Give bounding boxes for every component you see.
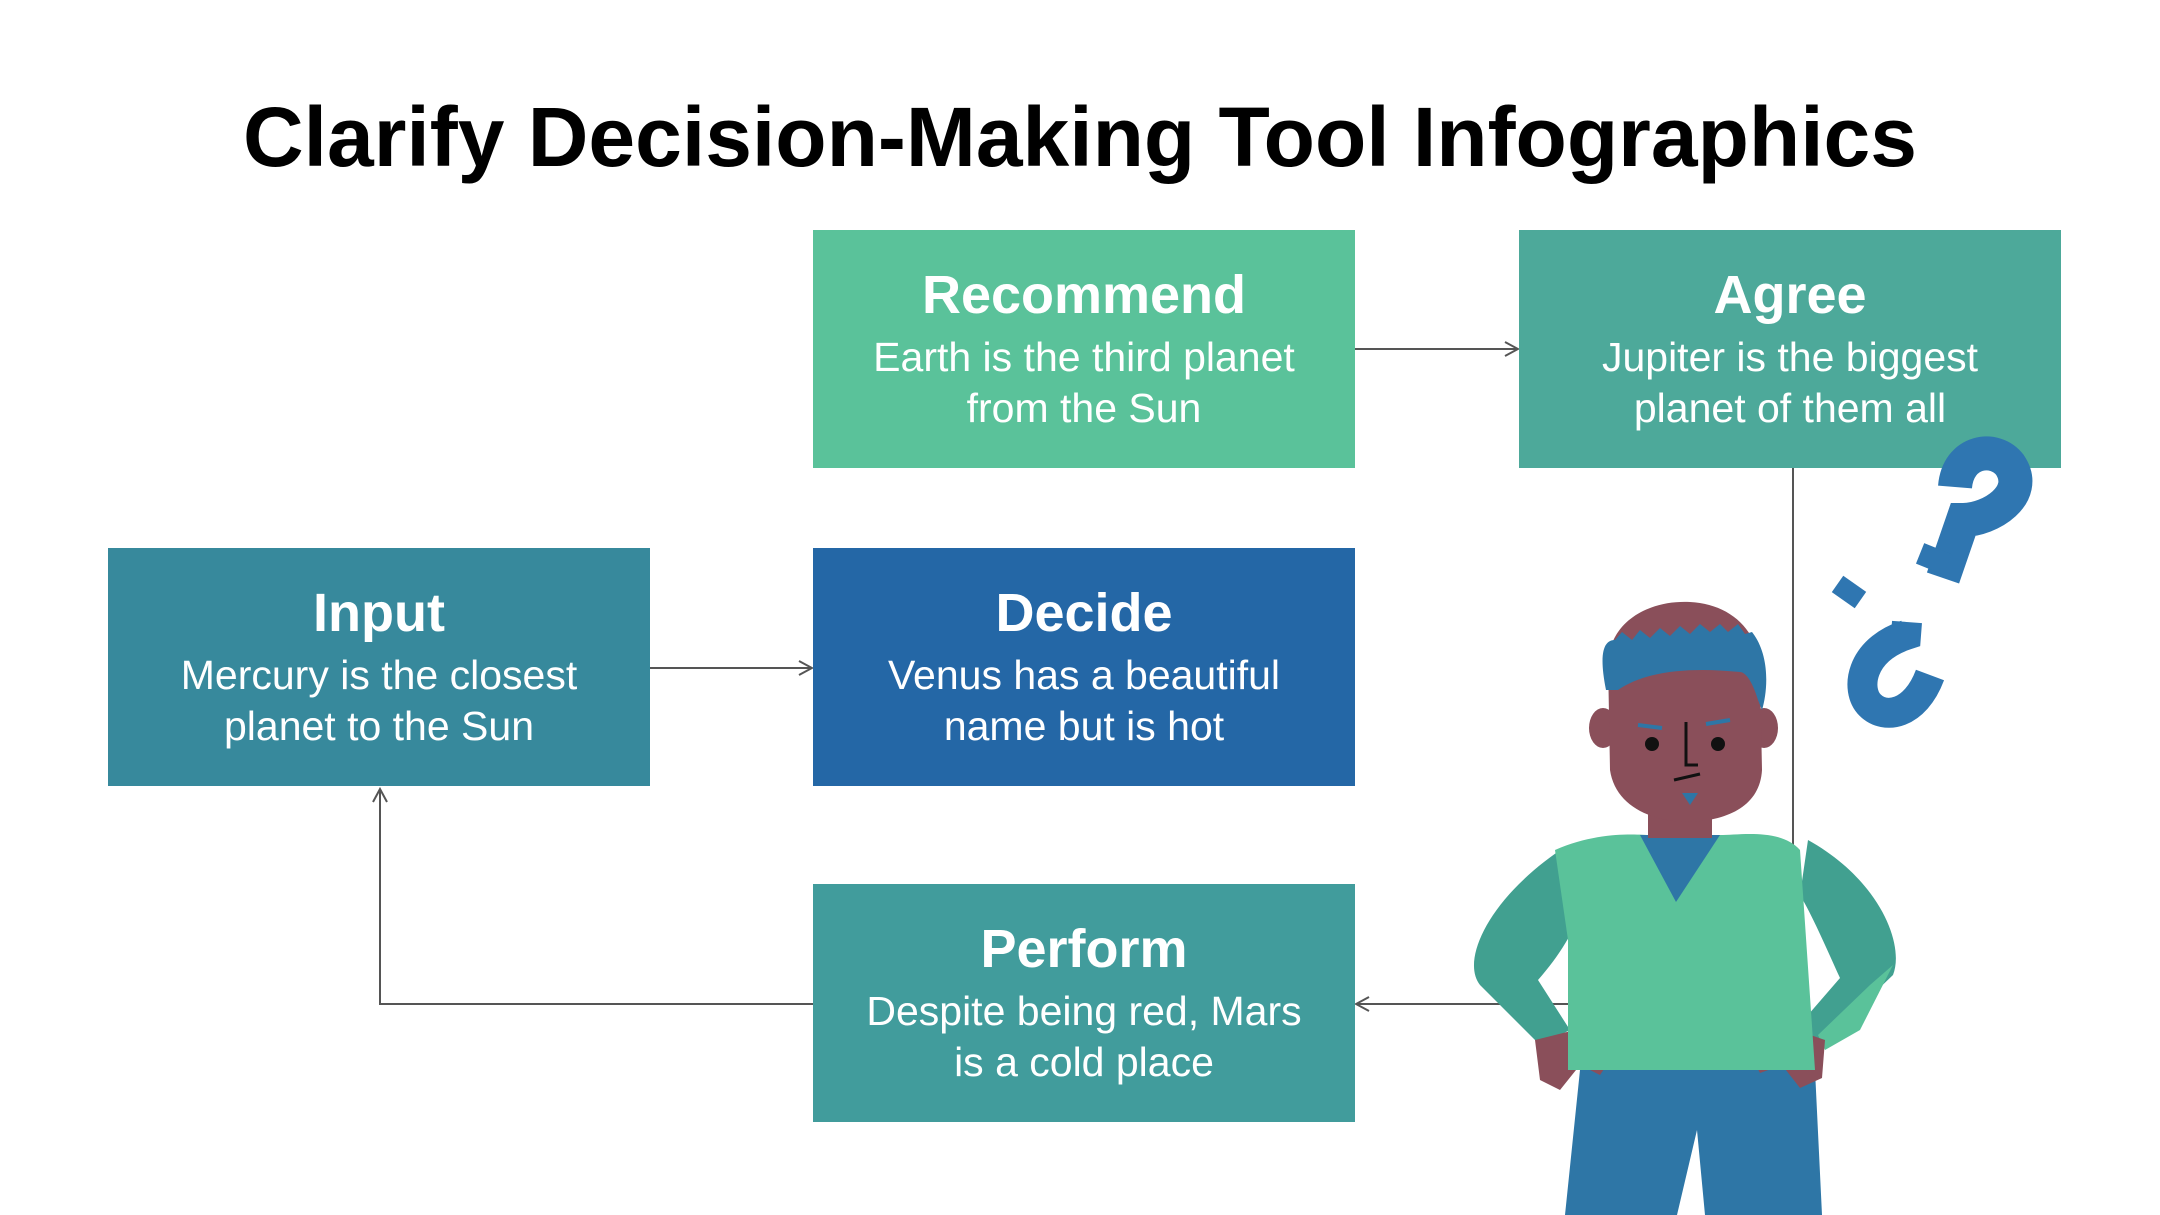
step-input-title: Input [313,582,445,643]
step-agree-desc: Jupiter is the biggest planet of them al… [1601,333,1979,432]
question-mark-icon [1915,436,2033,584]
page-title: Clarify Decision-Making Tool Infographic… [243,90,1917,184]
step-perform-title: Perform [980,918,1188,979]
step-decide-box: Decide Venus has a beautiful name but is… [813,548,1355,786]
step-agree-title: Agree [1713,264,1867,325]
step-decide-title: Decide [995,582,1173,643]
inverted-question-mark-icon [1831,575,1945,728]
step-recommend-desc: Earth is the third planet from the Sun [873,333,1295,432]
step-perform-box: Perform Despite being red, Mars is a col… [813,884,1355,1122]
step-agree-box: Agree Jupiter is the biggest planet of t… [1519,230,2061,468]
step-perform-desc: Despite being red, Mars is a cold place [866,987,1302,1086]
step-recommend-title: Recommend [921,264,1247,325]
step-recommend-box: Recommend Earth is the third planet from… [813,230,1355,468]
connector-perform-input [380,790,813,1005]
step-input-box: Input Mercury is the closest planet to t… [108,548,650,786]
step-input-desc: Mercury is the closest planet to the Sun [180,651,578,750]
step-decide-desc: Venus has a beautiful name but is hot [887,651,1281,750]
